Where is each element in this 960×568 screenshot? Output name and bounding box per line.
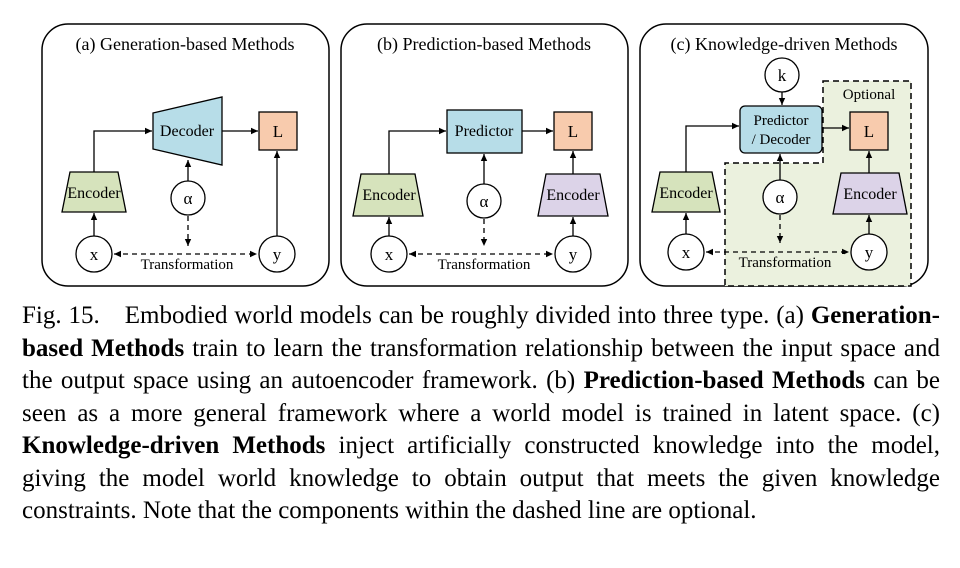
- panel-b-encoder-left-block: [352, 173, 424, 217]
- panel-c-predictor-label-line2: / Decoder: [752, 132, 811, 148]
- panel-a-encoder-label: Encoder: [67, 185, 121, 202]
- caption-term-prediction: Prediction-based Methods: [583, 367, 866, 394]
- panel-prediction-based: (b) Prediction-based Methods Predictor L…: [340, 23, 629, 287]
- panel-a-arrow-encoder-decoder: [93, 127, 152, 172]
- panel-b-predictor-label: Predictor: [455, 123, 514, 140]
- panel-b-loss-box: [553, 111, 593, 151]
- panel-c-predictor-decoder-block: [739, 105, 823, 154]
- panel-a-loss-box: [258, 111, 298, 151]
- panel-c-x-label: x: [682, 243, 691, 262]
- panel-a-loss-label: L: [273, 122, 283, 141]
- panel-c-transformation-label: Transformation: [739, 255, 832, 271]
- panel-a-transformation-bg: [128, 256, 246, 274]
- panel-c-optional-label: Optional: [843, 87, 896, 103]
- panel-c-title: (c) Knowledge-driven Methods: [671, 34, 898, 55]
- caption-text-generation: train to learn the transformation relati…: [22, 334, 940, 395]
- panel-a-decoder-block: [152, 96, 223, 166]
- panel-c-transformation-bg: [726, 254, 844, 272]
- panel-generation-based: (a) Generation-based Methods Decoder L E…: [41, 23, 330, 287]
- panel-b-x-label: x: [385, 245, 394, 264]
- panel-c-alpha-label: α: [776, 188, 785, 207]
- panel-b-alpha-label: α: [480, 192, 489, 211]
- panel-b-title: (b) Prediction-based Methods: [377, 34, 591, 55]
- panel-a-encoder-block: [61, 171, 127, 213]
- panel-c-arrow-encoder-predictor: [685, 122, 739, 172]
- panel-c-k-label: k: [778, 66, 787, 85]
- panel-b-encoder-right-label: Encoder: [546, 187, 600, 204]
- panel-b-loss-label: L: [568, 122, 578, 141]
- panel-a-x-label: x: [90, 245, 99, 264]
- panel-b-transformation-label: Transformation: [438, 257, 531, 273]
- panel-a-alpha-label: α: [184, 189, 193, 208]
- panel-b-encoder-right-block: [537, 173, 609, 217]
- panel-b-transformation-bg: [425, 256, 543, 274]
- panel-c-loss-label: L: [864, 122, 874, 141]
- panel-a-title: (a) Generation-based Methods: [76, 34, 295, 55]
- panel-a-decoder-label: Decoder: [160, 123, 215, 140]
- panel-b-arrow-encoder-predictor: [388, 127, 446, 174]
- caption-text-knowledge: inject artificially constructed knowledg…: [22, 432, 940, 524]
- panel-a-transformation-label: Transformation: [141, 257, 234, 273]
- embodied-world-model-diagram: (a) Generation-based Methods Decoder L E…: [41, 23, 929, 287]
- panel-c-encoder-right-block: [832, 172, 908, 215]
- panel-c-y-label: y: [865, 243, 874, 262]
- caption-intro: Fig. 15. Embodied world models can be ro…: [22, 302, 811, 329]
- panel-a-y-label: y: [273, 245, 282, 264]
- panel-c-predictor-label-line1: Predictor: [754, 113, 809, 129]
- panel-c-encoder-left-label: Encoder: [659, 185, 713, 202]
- caption-term-generation: Generation-based Methods: [22, 302, 940, 362]
- figure-caption: Fig. 15. Embodied world models can be ro…: [22, 300, 940, 528]
- panel-c-loss-box: [849, 111, 889, 151]
- panel-knowledge-driven: (c) Knowledge-driven Methods Optional k …: [639, 23, 929, 287]
- panel-b-encoder-left-label: Encoder: [362, 187, 416, 204]
- panel-c-encoder-left-block: [651, 171, 721, 213]
- caption-text-prediction: can be seen as a more general framework …: [22, 367, 940, 427]
- panel-c-encoder-right-label: Encoder: [843, 186, 897, 203]
- panel-b-y-label: y: [569, 245, 578, 264]
- panel-b-predictor-block: [446, 109, 523, 154]
- caption-term-knowledge: Knowledge-driven Methods: [22, 432, 326, 459]
